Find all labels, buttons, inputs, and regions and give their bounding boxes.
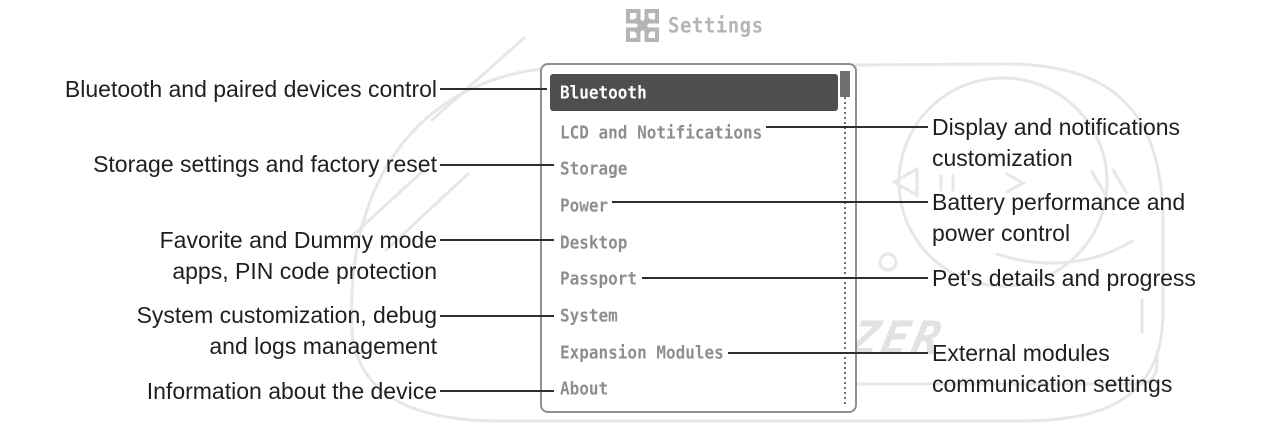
callout-line-power [612, 201, 928, 203]
menu-item-storage[interactable]: Storage [547, 150, 841, 187]
svg-text:ZER: ZER [845, 311, 949, 364]
menu-item-label: System [560, 304, 618, 326]
screen-header: Settings [626, 9, 764, 42]
callout-line-about [440, 390, 554, 392]
menu-item-about[interactable]: About [547, 370, 841, 407]
menu-item-label: Bluetooth [560, 81, 647, 103]
menu-item-passport[interactable]: Passport [547, 260, 841, 297]
annotation-desktop: Favorite and Dummy mode apps, PIN code p… [159, 227, 437, 284]
menu-item-label: Power [560, 194, 609, 216]
annotation-power: Battery performance and power control [932, 189, 1186, 246]
menu-item-desktop[interactable]: Desktop [547, 224, 841, 261]
dpad-left-arrow [890, 166, 919, 198]
annotation-lcd-and-notifications: Display and notifications customization [932, 114, 1181, 171]
settings-menu: Bluetooth LCD and Notifications Storage … [547, 71, 841, 407]
annotation-storage: Storage settings and factory reset [93, 151, 437, 177]
scrollbar-track [844, 72, 846, 404]
menu-item-label: Passport [560, 268, 638, 290]
callout-line-system [440, 315, 554, 317]
screen-title: Settings [668, 13, 764, 38]
annotation-about: Information about the device [146, 378, 437, 404]
callout-line-desktop [440, 239, 554, 241]
ghost-logo: ZER [845, 311, 949, 364]
menu-item-label: Expansion Modules [560, 341, 724, 363]
dpad-circle [897, 76, 1109, 288]
menu-item-label: Storage [560, 158, 628, 180]
device-outline [349, 36, 1165, 423]
back-button-circle [878, 252, 898, 272]
menu-item-lcd-and-notifications[interactable]: LCD and Notifications [547, 114, 841, 151]
callout-line-lcd-and-notifications [766, 126, 928, 128]
menu-item-power[interactable]: Power [547, 187, 841, 224]
callout-line-expansion-modules [728, 352, 928, 354]
menu-item-expansion-modules[interactable]: Expansion Modules [547, 334, 841, 371]
menu-item-bluetooth[interactable]: Bluetooth [547, 71, 841, 114]
settings-gear-icon [626, 9, 659, 42]
menu-item-system[interactable]: System [547, 297, 841, 334]
annotation-system: System customization, debug and logs man… [136, 302, 437, 359]
scrollbar-thumb[interactable] [840, 71, 850, 97]
settings-screen: Bluetooth LCD and Notifications Storage … [540, 63, 857, 413]
callout-line-bluetooth [440, 88, 547, 90]
menu-item-label: About [560, 378, 609, 400]
annotation-passport: Pet's details and progress [932, 265, 1196, 291]
annotation-expansion-modules: External modules communication settings [932, 340, 1173, 397]
menu-item-label: Desktop [560, 231, 628, 253]
menu-item-label: LCD and Notifications [560, 121, 763, 143]
annotation-bluetooth: Bluetooth and paired devices control [64, 76, 437, 102]
callout-line-storage [440, 164, 554, 166]
callout-line-passport [642, 277, 928, 279]
